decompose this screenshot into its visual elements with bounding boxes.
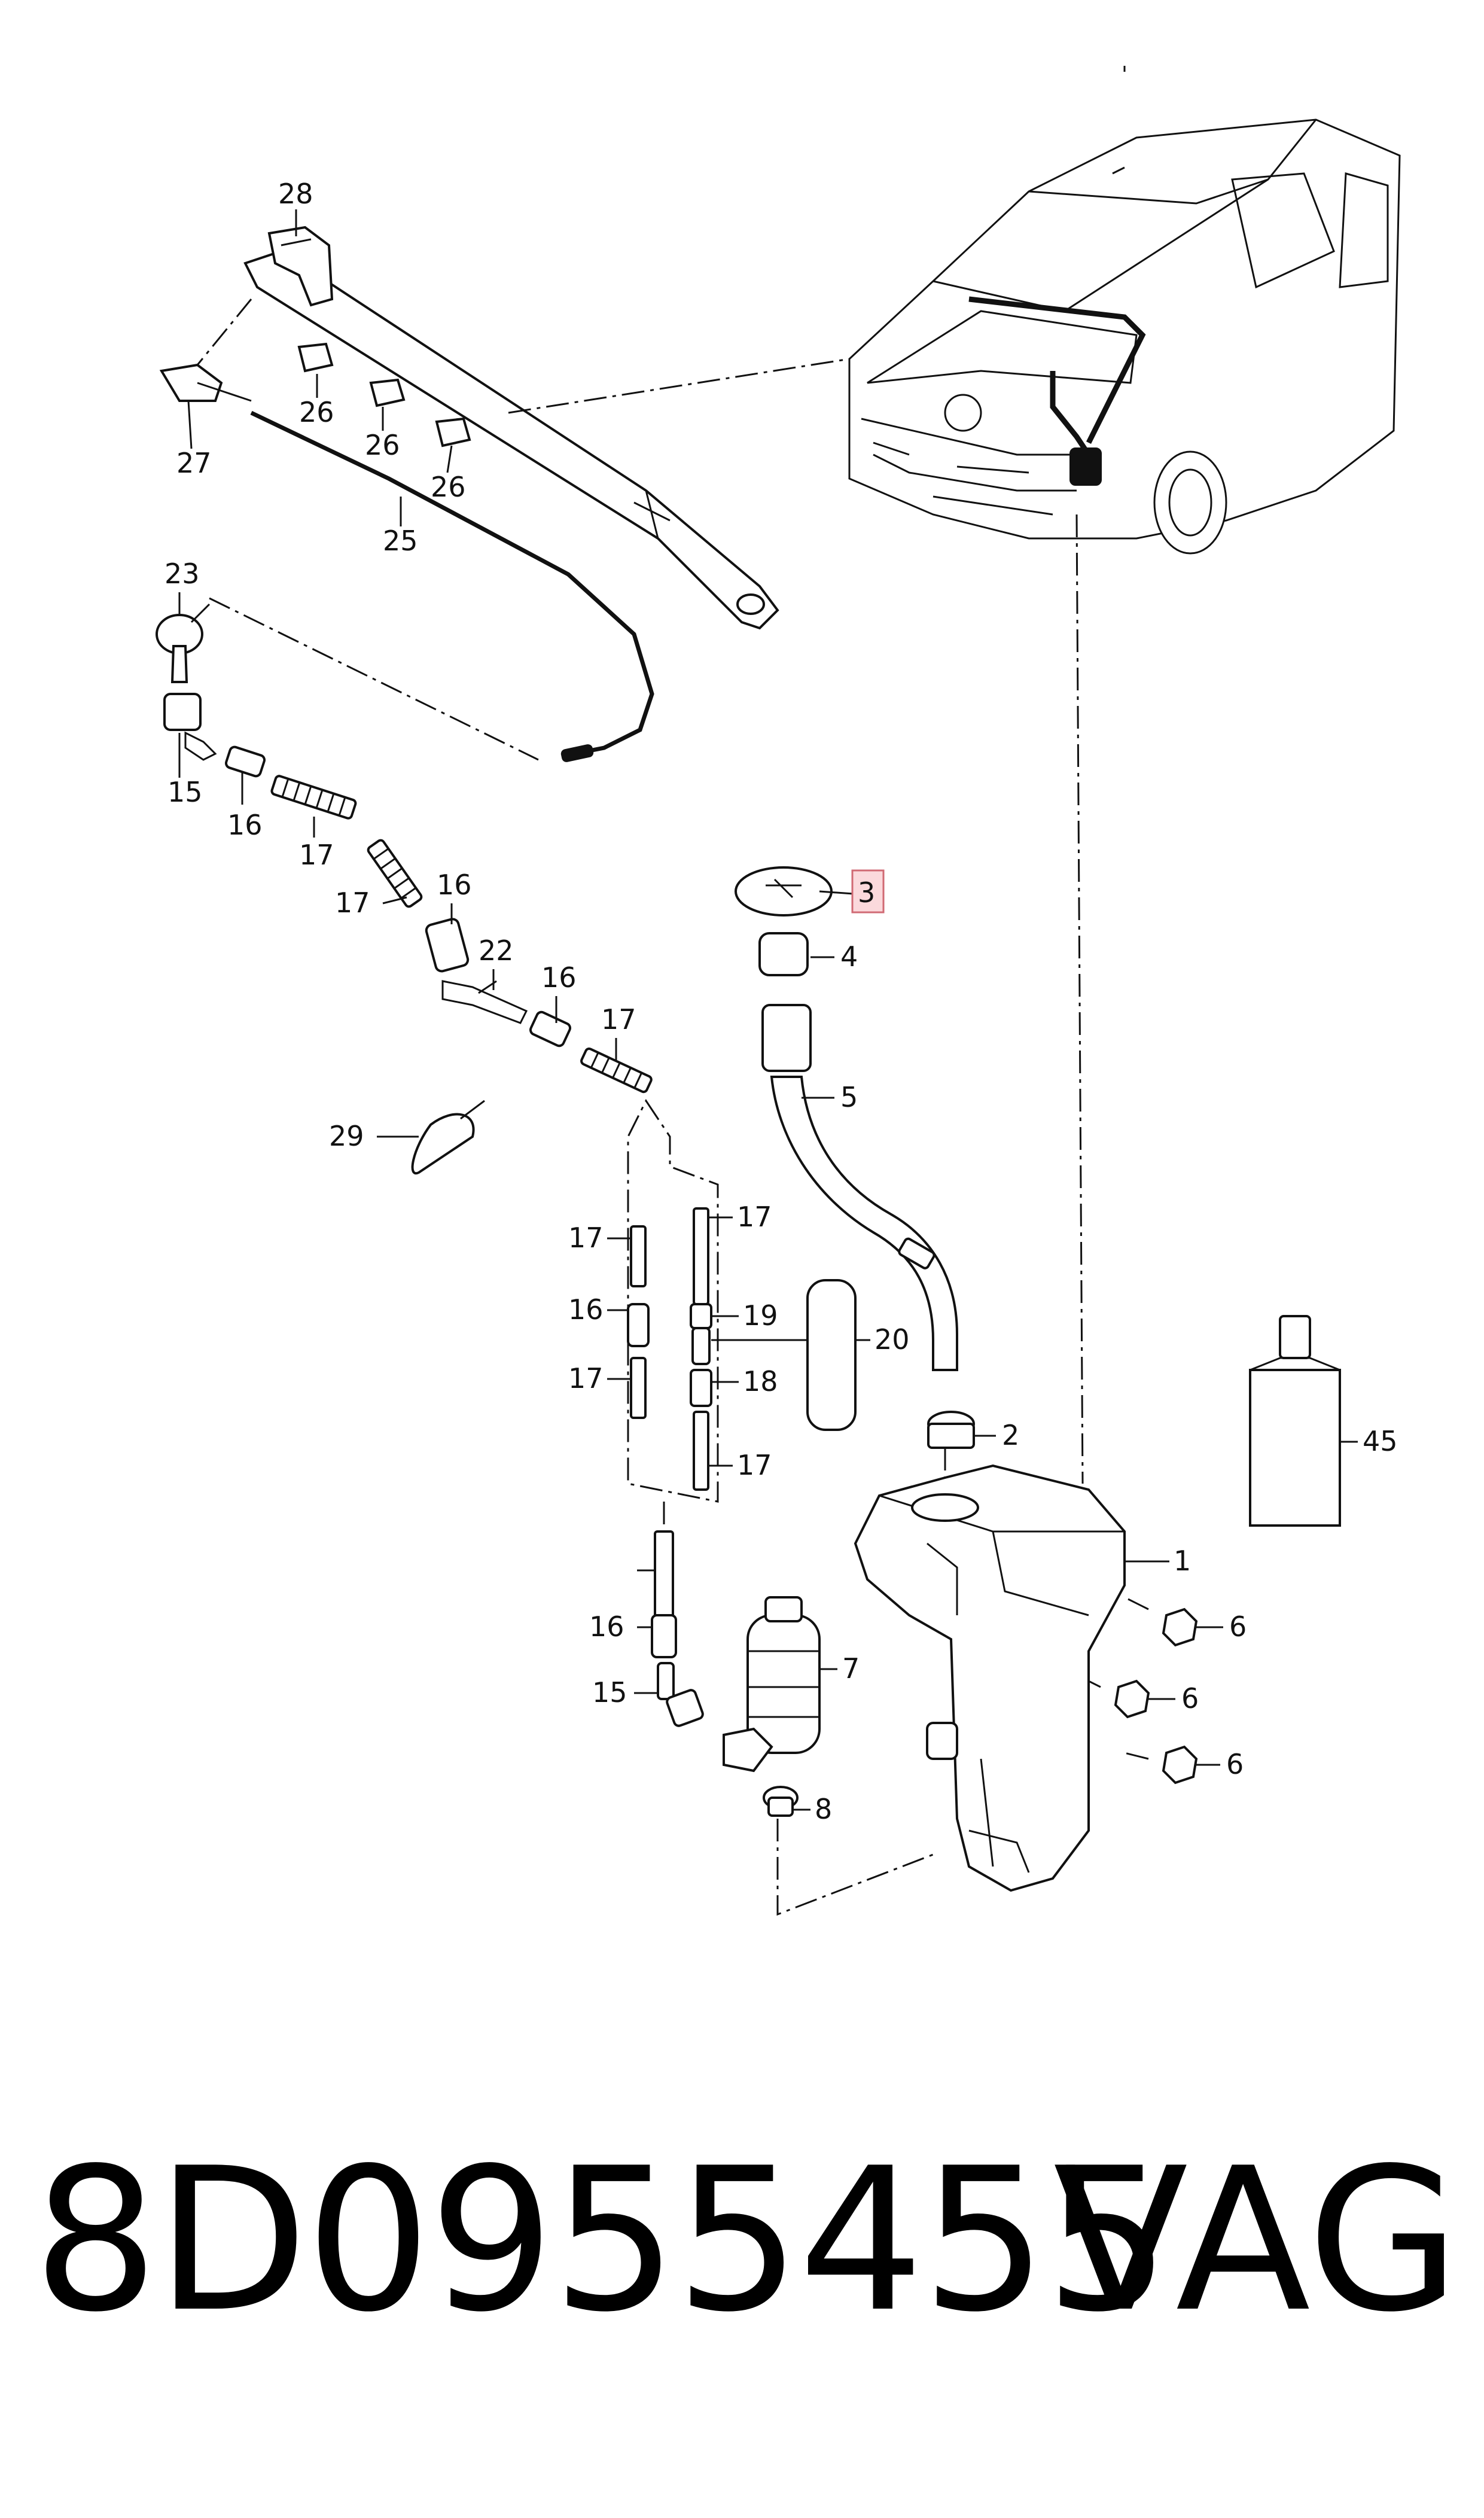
footer: 8D0955455 VAG [0, 2142, 1484, 2477]
callout-26[interactable]: 26 [365, 429, 400, 461]
callout-23[interactable]: 23 [164, 558, 200, 590]
callout-1[interactable]: 1 [1174, 1545, 1191, 1577]
callout-leaders [178, 209, 1358, 1811]
callout-5[interactable]: 5 [840, 1081, 858, 1113]
callout-7[interactable]: 7 [842, 1652, 860, 1685]
callout-20[interactable]: 20 [874, 1323, 910, 1356]
nozzle-and-hose-chain [156, 603, 653, 1175]
vehicle-illustration [848, 66, 1401, 555]
callout-2[interactable]: 2 [1002, 1419, 1019, 1451]
assembly-guide-lines [196, 299, 1149, 1916]
callout-17[interactable]: 17 [737, 1449, 772, 1481]
callout-45[interactable]: 45 [1363, 1425, 1398, 1457]
callout-16[interactable]: 16 [227, 809, 263, 841]
washer-pump [723, 1596, 821, 1817]
callout-18[interactable]: 18 [743, 1365, 778, 1397]
brand-name: VAG [1053, 2126, 1460, 2355]
callout-17[interactable]: 17 [568, 1362, 604, 1395]
callout-17[interactable]: 17 [601, 1003, 636, 1036]
callout-16[interactable]: 16 [437, 869, 472, 901]
callout-4[interactable]: 4 [840, 940, 858, 973]
callout-26[interactable]: 26 [431, 471, 466, 503]
wiper-arm-assembly [159, 226, 779, 762]
washer-reservoir [854, 1464, 1198, 1892]
callout-3[interactable]: 3 [858, 876, 875, 909]
callout-6[interactable]: 6 [1181, 1682, 1199, 1715]
highlighted-callout-box [851, 869, 885, 914]
callout-17[interactable]: 17 [299, 839, 334, 871]
callout-25[interactable]: 25 [383, 525, 418, 557]
callout-17[interactable]: 17 [335, 887, 370, 919]
callout-15[interactable]: 15 [167, 776, 203, 808]
callout-17[interactable]: 17 [568, 1222, 604, 1254]
callout-labels: 3 28 26 26 26 27 25 23 15 16 17 17 16 22… [164, 178, 1398, 1825]
callout-8[interactable]: 8 [815, 1793, 832, 1825]
callout-27[interactable]: 27 [176, 447, 212, 479]
callout-15[interactable]: 15 [592, 1676, 627, 1709]
callout-6[interactable]: 6 [1229, 1610, 1247, 1643]
hose-connectors [627, 1207, 857, 1727]
callout-28[interactable]: 28 [278, 178, 313, 210]
callout-16[interactable]: 16 [589, 1610, 624, 1643]
washer-fluid-bottle [1249, 1315, 1341, 1527]
callout-6[interactable]: 6 [1226, 1748, 1244, 1780]
callout-17[interactable]: 17 [737, 1201, 772, 1233]
callout-22[interactable]: 22 [479, 934, 514, 967]
part-number: 8D0955455 [33, 2126, 1171, 2355]
callout-26[interactable]: 26 [299, 396, 334, 428]
callout-16[interactable]: 16 [568, 1293, 604, 1326]
callout-29[interactable]: 29 [329, 1120, 364, 1152]
callout-16[interactable]: 16 [541, 961, 577, 994]
parts-exploded-diagram: 3 28 26 26 26 27 25 23 15 16 17 17 16 22… [156, 66, 1401, 1916]
filler-neck-assembly [735, 866, 975, 1449]
callout-19[interactable]: 19 [743, 1299, 778, 1332]
